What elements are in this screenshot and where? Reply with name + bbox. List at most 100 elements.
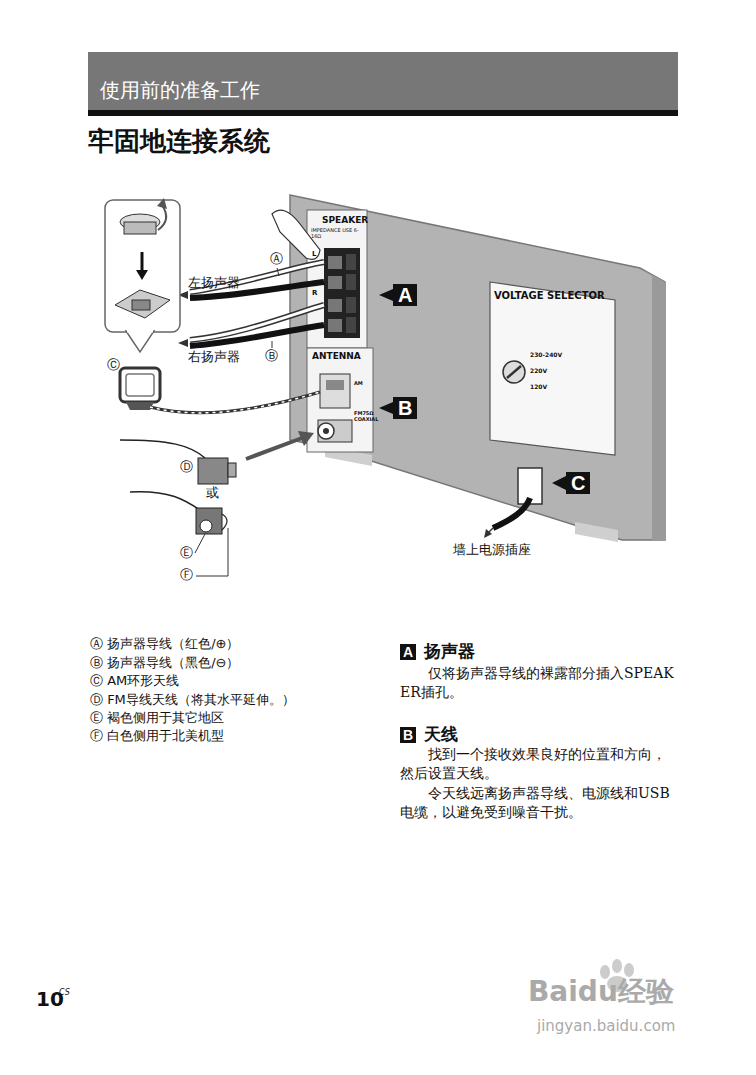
unit-foot bbox=[575, 522, 618, 542]
legend-item: Ⓑ 扬声器导线（黑色/⊖） bbox=[90, 656, 239, 671]
watermark: Baidu经验 bbox=[528, 976, 674, 1008]
panel-label: SPEAKER bbox=[322, 215, 368, 225]
fm-plug-socket bbox=[200, 520, 212, 532]
header-rule bbox=[88, 110, 678, 116]
callout-letter: Ⓓ bbox=[180, 460, 193, 475]
arrow-head bbox=[136, 270, 148, 280]
legend-item: Ⓐ 扬声器导线（红色/⊕） bbox=[90, 637, 239, 652]
am-loop-antenna bbox=[126, 374, 154, 396]
section-title: 扬声器 bbox=[424, 640, 475, 663]
insert-arrow bbox=[246, 438, 302, 459]
leader-line bbox=[195, 534, 205, 553]
leader-line bbox=[196, 528, 228, 576]
wire-label: 左扬声器 bbox=[188, 276, 240, 291]
callout-box: A bbox=[393, 284, 417, 306]
arrow-head bbox=[298, 431, 314, 446]
legend-item: Ⓓ FM导线天线（将其水平延伸。） bbox=[90, 693, 295, 708]
callout-letter: Ⓐ bbox=[270, 252, 283, 267]
fm-jack-socket bbox=[318, 423, 334, 439]
channel-label: L bbox=[312, 250, 316, 258]
voltage-panel bbox=[490, 282, 615, 455]
am-loop-base bbox=[126, 402, 154, 410]
fm-jack-pin bbox=[323, 428, 329, 434]
voltage-dial bbox=[503, 361, 525, 383]
am-wire bbox=[150, 392, 320, 413]
arrow-line bbox=[141, 252, 144, 272]
terminal-slot bbox=[328, 276, 342, 289]
terminal-lever bbox=[346, 274, 356, 290]
fm-plug bbox=[196, 508, 222, 534]
am-terminal bbox=[320, 374, 350, 408]
unit-side bbox=[640, 268, 665, 540]
panel-label: FM75Ω COAXIAL bbox=[354, 411, 372, 423]
voltage-label: 230-240V bbox=[530, 352, 562, 359]
callout-box: B bbox=[393, 397, 417, 419]
inset-frame bbox=[105, 200, 180, 332]
terminal-slot bbox=[328, 299, 342, 312]
am-terminal-slot bbox=[326, 380, 344, 390]
callout-letter: A bbox=[398, 284, 412, 306]
callout-box: C bbox=[566, 472, 590, 494]
panel-label: ANTENNA bbox=[312, 351, 361, 361]
am-wire bbox=[150, 392, 320, 413]
terminal-lever bbox=[346, 317, 356, 333]
speaker-wire bbox=[190, 325, 324, 346]
terminal-slot bbox=[328, 256, 342, 269]
dial-slot bbox=[507, 366, 521, 378]
header-text: 使用前的准备工作 bbox=[100, 77, 260, 104]
leader-line bbox=[272, 341, 273, 348]
callout-letter: Ⓕ bbox=[180, 568, 193, 583]
wire-label: 右扬声器 bbox=[188, 350, 240, 365]
rotate-arrow bbox=[158, 205, 166, 230]
channel-label: R bbox=[312, 289, 317, 297]
arrow-head bbox=[157, 198, 167, 209]
fm-jack bbox=[318, 420, 352, 442]
section-marker: B bbox=[400, 727, 416, 743]
antenna-stand bbox=[124, 222, 156, 234]
callout-pointer bbox=[379, 402, 393, 414]
fm-plug-tip bbox=[228, 463, 236, 477]
page-suffix: CS bbox=[59, 988, 70, 997]
antenna-clip bbox=[132, 300, 150, 310]
fm-plug bbox=[198, 458, 228, 484]
voltage-label: 220V bbox=[530, 368, 547, 375]
callout-pointer bbox=[379, 289, 393, 301]
inset-tail bbox=[126, 331, 154, 352]
outlet-label: 墙上电源插座 bbox=[453, 543, 531, 558]
section-title: 天线 bbox=[424, 723, 458, 746]
legend-item: Ⓒ AM环形天线 bbox=[90, 674, 179, 689]
body-text: 找到一个接收效果良好的位置和方向，然后设置天线。 bbox=[400, 745, 676, 783]
section-heading: A 扬声器 bbox=[400, 640, 475, 663]
arrow-head bbox=[484, 529, 492, 538]
unit-back-panel bbox=[290, 195, 665, 540]
legend-item: Ⓔ 褐色侧用于其它地区 bbox=[90, 711, 224, 726]
voltage-label: 120V bbox=[530, 384, 547, 391]
panel-label: AM bbox=[354, 381, 363, 387]
leader-line bbox=[277, 268, 279, 276]
body-text: 仅将扬声器导线的裸露部分插入SPEAKER插孔。 bbox=[400, 664, 676, 702]
section-heading: B 天线 bbox=[400, 723, 458, 746]
inset-tail-join bbox=[127, 330, 153, 333]
callout-letter: B bbox=[398, 397, 412, 419]
fm-wire bbox=[120, 440, 205, 458]
fm-plug-side bbox=[222, 514, 227, 530]
callout-letter: Ⓒ bbox=[107, 358, 120, 373]
callout-letter: C bbox=[571, 472, 585, 494]
power-cord bbox=[493, 498, 530, 528]
or-label: 或 bbox=[206, 486, 219, 501]
speaker-terminal bbox=[324, 248, 360, 338]
callout-letter: Ⓔ bbox=[180, 546, 193, 561]
panel-label: VOLTAGE SELECTOR bbox=[494, 290, 605, 302]
antenna-base bbox=[115, 290, 170, 318]
callout-pointer bbox=[552, 476, 566, 490]
watermark: jingyan.baidu.com bbox=[537, 1018, 675, 1035]
section-marker: A bbox=[400, 644, 416, 660]
fm-wire bbox=[130, 492, 200, 510]
panel-label: IMPEDANCE USE 6-16Ω bbox=[311, 228, 363, 240]
body-text: 令天线远离扬声器导线、电源线和USB电缆，以避免受到噪音干扰。 bbox=[400, 784, 676, 822]
terminal-lever bbox=[346, 297, 356, 313]
terminal-lever bbox=[346, 254, 356, 270]
terminal-slot bbox=[328, 319, 342, 332]
